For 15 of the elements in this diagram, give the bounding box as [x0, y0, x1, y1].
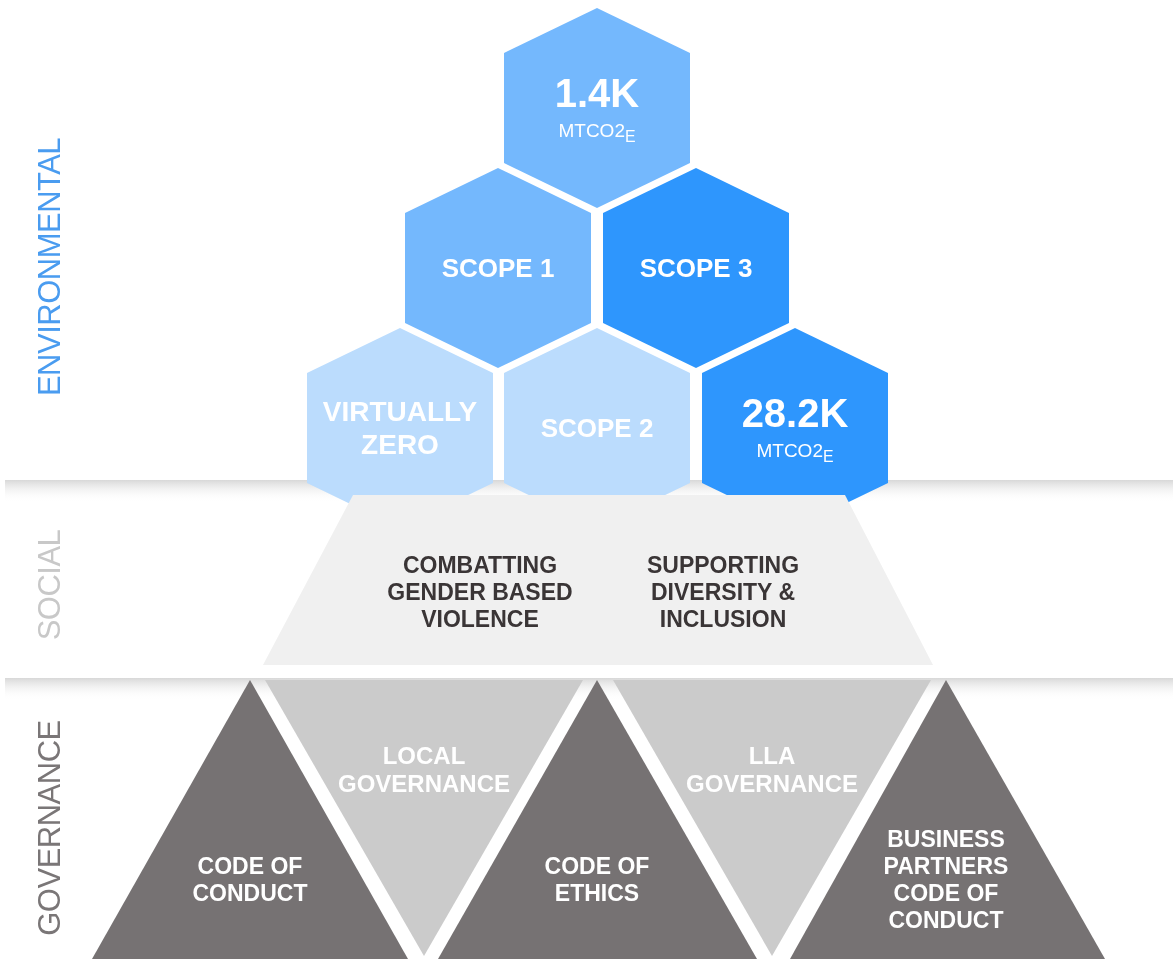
node-label: VIRTUALLY ZERO [321, 394, 479, 462]
section-label: GOVERNANCE [32, 720, 68, 936]
value-label: 28.2K [740, 390, 850, 438]
node-label: SCOPE 1 [440, 252, 556, 284]
unit-label: MTCO2$_{E}$ [557, 119, 637, 147]
node-label: COMBATTING GENDER BASED VIOLENCE [386, 552, 574, 634]
section-label: ENVIRONMENTAL [32, 137, 68, 397]
node-label: CODE OF ETHICS [543, 852, 651, 908]
node-label: SUPPORTING DIVERSITY & INCLUSION [645, 552, 801, 634]
node-label: CODE OF CONDUCT [191, 852, 309, 908]
node-label: BUSINESS PARTNERS CODE OF CONDUCT [882, 825, 1010, 935]
node-label: SCOPE 3 [638, 252, 754, 284]
node-label: SCOPE 2 [539, 412, 655, 444]
value-label: 1.4K [553, 70, 641, 118]
unit-label: MTCO2$_{E}$ [755, 439, 835, 467]
